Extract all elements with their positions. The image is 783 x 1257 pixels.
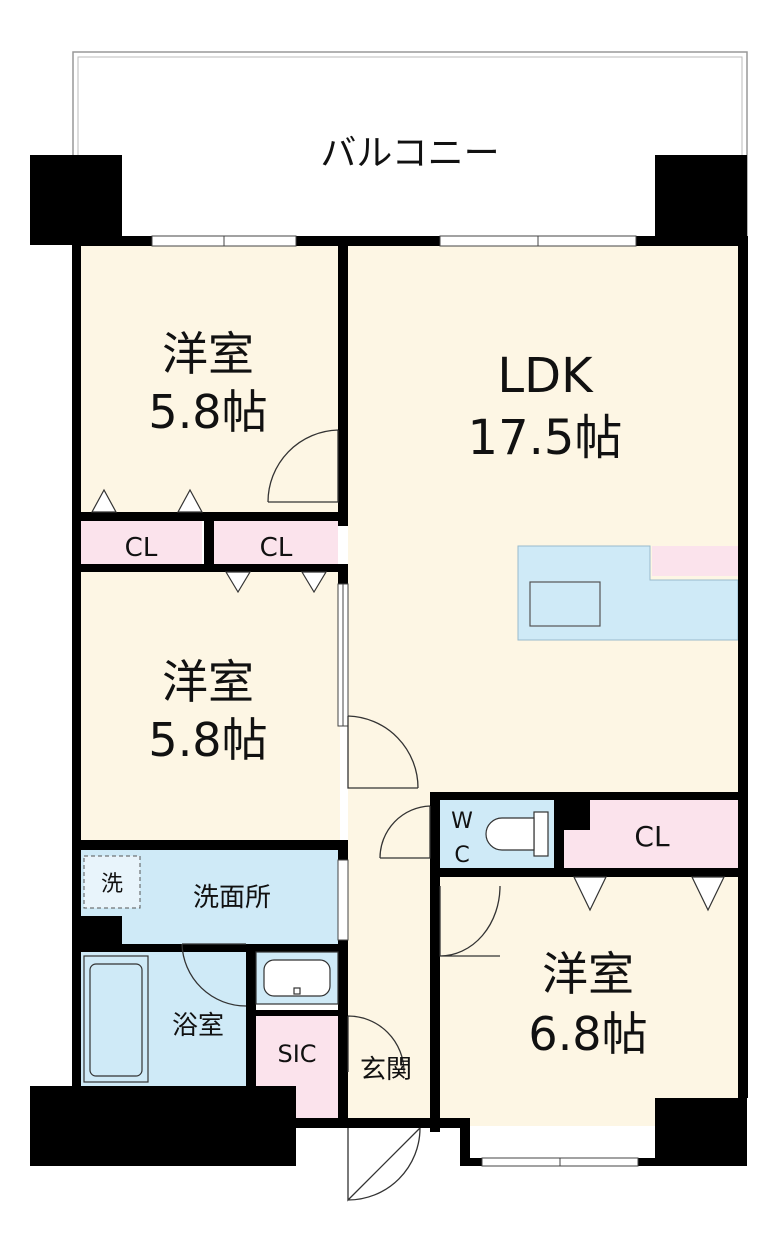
closet-bottom-label: CL (634, 820, 670, 853)
door-bathroom (181, 943, 247, 1007)
closet-left (80, 520, 202, 566)
closet-left-label: CL (125, 533, 158, 563)
balcony-label: バルコニー (320, 133, 499, 174)
toilet-label-line2: C (454, 843, 469, 868)
western-room-bottom-floor (440, 876, 738, 1126)
sic-label: SIC (277, 1040, 316, 1068)
closet-doors (90, 488, 725, 912)
door-front (347, 1127, 421, 1202)
washroom-label: 洗面所 (193, 883, 271, 913)
western-room-top-name: 洋室 (162, 327, 254, 381)
door-western-mid (347, 715, 419, 789)
western-room-bottom-size: 6.8帖 (528, 1007, 647, 1061)
western-room-mid-floor (80, 570, 340, 842)
kitchen-counter (517, 545, 739, 641)
kitchen-storage (652, 546, 738, 576)
western-room-bottom-name: 洋室 (542, 947, 634, 1001)
entrance-label: 玄関 (360, 1055, 412, 1085)
bathroom-label: 浴室 (172, 1011, 224, 1041)
closet-right-label: CL (260, 533, 293, 563)
door-toilet (379, 805, 431, 859)
doors (181, 429, 501, 1202)
western-room-mid-size: 5.8帖 (148, 713, 267, 767)
hallway-floor (348, 792, 430, 1126)
washroom-floor (80, 850, 340, 944)
washer-space: 洗 (83, 855, 141, 909)
washer-label: 洗 (101, 872, 123, 897)
door-western-top (267, 429, 339, 503)
sink (529, 581, 601, 627)
western-room-mid-name: 洋室 (162, 655, 254, 709)
balcony: バルコニー (72, 51, 748, 243)
door-entrance-shoe (347, 1015, 405, 1073)
windows (151, 235, 639, 1167)
closet-right (214, 520, 338, 566)
toilet-icon (485, 811, 549, 857)
western-room-top-floor (80, 244, 340, 516)
door-western-bottom (439, 885, 501, 957)
ldk-name: LDK (497, 348, 594, 404)
toilet-label-line1: W (451, 809, 473, 834)
ldk-floor (348, 244, 738, 792)
bathtub-icon (83, 955, 149, 1083)
western-room-top-size: 5.8帖 (148, 385, 267, 439)
closet-bottom (564, 800, 738, 868)
wash-basin-icon (255, 951, 339, 1005)
ldk-size: 17.5帖 (468, 410, 623, 466)
